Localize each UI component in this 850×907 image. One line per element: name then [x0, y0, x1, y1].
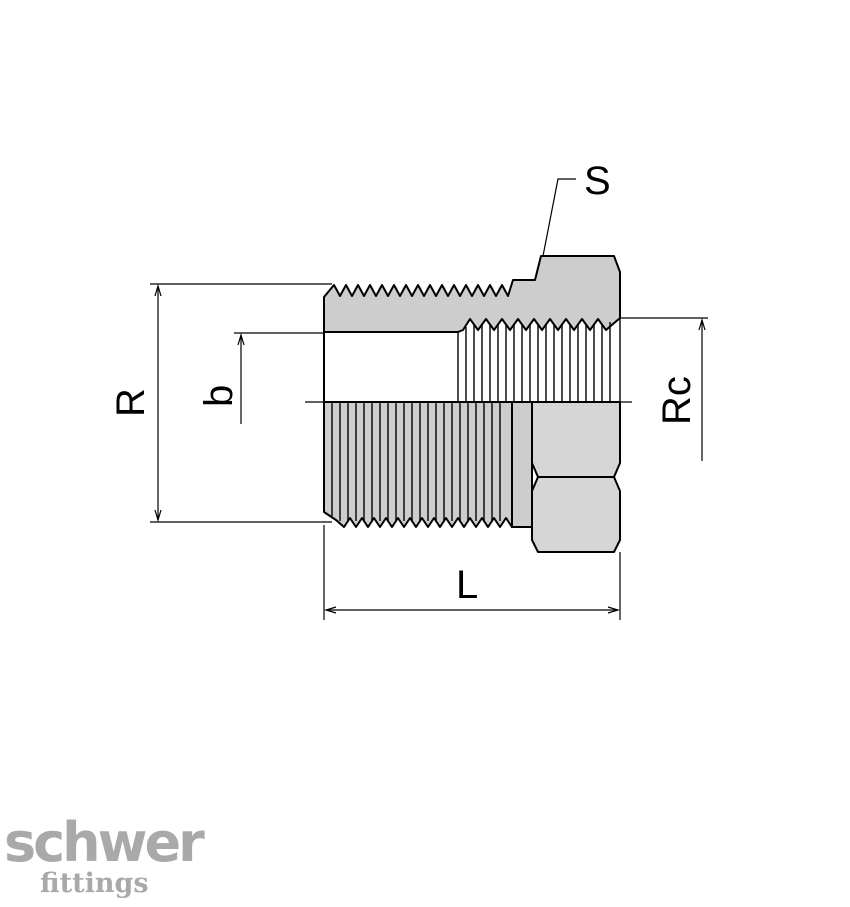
- thread-undercut: [511, 401, 533, 528]
- label-rc: Rc: [655, 376, 699, 425]
- logo-wordmark: schwer: [4, 811, 205, 874]
- leader-s: [542, 178, 576, 257]
- dimension-l: [323, 525, 621, 620]
- label-s: S: [584, 159, 611, 203]
- label-l: L: [456, 563, 478, 607]
- male-thread-body: [323, 401, 513, 528]
- dimension-r: [150, 283, 332, 523]
- logo-subtitle: fittings: [40, 868, 149, 899]
- body-section: [323, 255, 621, 333]
- female-thread: [457, 318, 621, 402]
- male-thread-lines: [331, 402, 501, 521]
- label-b: b: [197, 385, 241, 407]
- schwer-fittings-logo: schwer fittings: [4, 812, 205, 907]
- dimension-b: [234, 332, 324, 424]
- dimension-rc: [620, 317, 708, 461]
- label-r: R: [109, 388, 153, 417]
